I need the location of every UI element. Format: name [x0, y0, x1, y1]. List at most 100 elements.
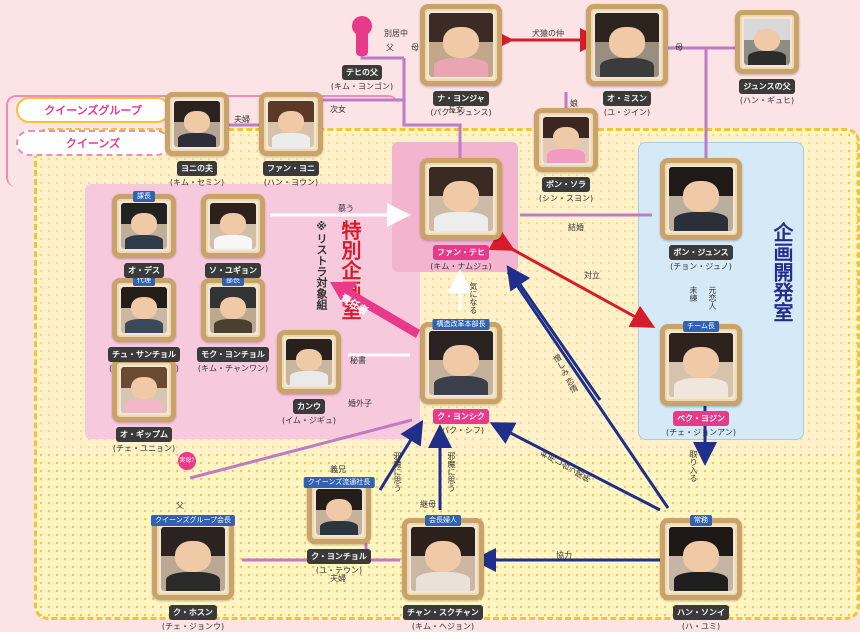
char-na-yonja[interactable]: ナ・ヨンジャ (パク・ジュンス) [414, 4, 508, 118]
portrait-frame [112, 358, 176, 422]
rel-stepmother: 継母 [420, 500, 436, 509]
badge-han-sonyi: 常務 [690, 515, 712, 526]
badge-moku-yonchol: 部長 [222, 275, 244, 286]
name-pek-yojin: ペク・ヨジン [673, 411, 729, 426]
rel-take-in: 取り入る [689, 450, 698, 482]
name-o-gippum: オ・ギップム [116, 427, 172, 442]
name-o-desu: オ・デス [124, 263, 164, 278]
rel-mother-2: 母 [675, 43, 683, 52]
char-ku-yonchol[interactable]: クイーンズ流通社長 ク・ヨンチョル (ユ・テウン) [292, 477, 386, 576]
actor-han-sonyi: (ハ・ユミ) [681, 622, 721, 631]
char-fan-yoni[interactable]: ファン・ヨニ (ハン・ヨウン) [244, 92, 338, 188]
char-o-mison[interactable]: オ・ミスン (ユ・ジイン) [580, 4, 674, 118]
planning-dev-title: 企画開発室 [770, 222, 794, 322]
actor-ku-hosun: (チェ・ジョンウ) [161, 622, 225, 631]
name-yoni-husband: ヨニの夫 [177, 161, 217, 176]
badge-ku-hosun: クイーンズグループ会長 [150, 515, 236, 526]
portrait-frame [165, 92, 229, 156]
portrait-frame: 構造改革本部長 [420, 319, 502, 404]
queens-label: クイーンズ [16, 130, 170, 156]
char-o-gippum[interactable]: オ・ギップム (チェ・ユニョン) [97, 358, 191, 454]
rel-mother: 母 [411, 43, 419, 52]
name-fan-yoni: ファン・ヨニ [263, 161, 319, 176]
rel-admire: 慕う [338, 204, 354, 213]
char-bon-sora[interactable]: ボン・ソラ (シン・スヨン) [519, 108, 613, 204]
portrait-frame [586, 4, 668, 86]
portrait-frame: チーム長 [660, 321, 742, 406]
rel-father: 父 [386, 43, 394, 52]
portrait-frame [201, 194, 265, 258]
name-so-yugyon: ソ・ユギョン [205, 263, 261, 278]
char-bon-junsu[interactable]: ボン・ジュンス (チョン・ジュノ) [654, 158, 748, 272]
actor-kanu: (イム・ジギュ) [281, 416, 337, 425]
char-chan-sukchan[interactable]: 会長婦人 チャン・スクチャン (キム・ヘジョン) [396, 515, 490, 632]
rel-separated: 別居中 [384, 29, 408, 38]
badge-chu-sanchol: 代理 [133, 275, 155, 286]
rel-daughter: 娘 [570, 99, 578, 108]
char-fan-tehi[interactable]: ファン・テヒ (キム・ナムジュ) [414, 158, 508, 272]
name-fan-tehi: ファン・テヒ [433, 245, 489, 260]
char-yoni-husband[interactable]: ヨニの夫 (キム・セミン) [150, 92, 244, 188]
actor-moku-yonchol: (キム・チャンワン) [197, 364, 269, 373]
badge-o-desu: 課長 [133, 191, 155, 202]
char-tehi-father[interactable]: テヒの父 (キム・ヨンゴン) [315, 16, 409, 92]
portrait-frame [534, 108, 598, 172]
rel-illegitimate: 婚外子 [348, 399, 372, 408]
rel-obstruct-2: 邪魔に思う [447, 452, 456, 492]
badge-ku-yonchol: クイーンズ流通社長 [303, 477, 375, 488]
keyhole-silhouette-icon [350, 16, 374, 60]
rel-interested: 気になる [469, 282, 478, 314]
char-chu-sanchol[interactable]: 代理 チュ・サンチョル (ソン・ジュニョン) [97, 275, 191, 374]
name-na-yonja: ナ・ヨンジャ [433, 91, 489, 106]
name-ku-yonchol: ク・ヨンチョル [307, 549, 371, 564]
portrait-frame: 課長 [112, 191, 176, 258]
portrait-frame: クイーンズ流通社長 [303, 477, 375, 544]
name-o-mison: オ・ミスン [603, 91, 651, 106]
actor-o-gippum: (チェ・ユニョン) [112, 444, 176, 453]
rel-marriage: 結婚 [568, 223, 584, 232]
char-moku-yonchol[interactable]: 部長 モク・ヨンチョル (キム・チャンワン) [186, 275, 280, 374]
char-kanu[interactable]: カンウ (イム・ジギュ) [262, 330, 356, 426]
portrait-frame: 部長 [201, 275, 265, 342]
portrait-frame: クイーンズグループ会長 [150, 515, 236, 600]
char-pek-yojin[interactable]: チーム長 ペク・ヨジン (チェ・ジョンアン) [654, 321, 748, 438]
rel-unrequited: 未練 [689, 286, 698, 302]
name-han-sonyi: ハン・ソンイ [673, 605, 729, 620]
actor-pek-yojin: (チェ・ジョンアン) [666, 428, 736, 437]
char-so-yugyon[interactable]: ソ・ユギョン (カン・レヨン) [186, 194, 280, 290]
name-chan-sukchan: チャン・スクチャン [403, 605, 483, 620]
rel-secretary: 秘書 [350, 356, 366, 365]
actor-chan-sukchan: (キム・ヘジョン) [411, 622, 475, 631]
rel-rivalry: 対立 [584, 271, 600, 280]
portrait-frame [735, 10, 799, 74]
queens-group-label: クイーンズグループ [16, 97, 170, 123]
actor-o-mison: (ユ・ジイン) [603, 108, 651, 117]
rel-obstruct: 邪魔に思う [393, 452, 402, 492]
name-ku-yonshik: ク・ヨンシク [433, 409, 489, 424]
name-bon-sora: ボン・ソラ [542, 177, 590, 192]
real-mother-bubble: 実母? [178, 452, 196, 470]
name-bon-junsu: ボン・ジュンス [669, 245, 733, 260]
char-ku-hosun[interactable]: クイーンズグループ会長 ク・ホスン (チェ・ジョンウ) [146, 515, 240, 632]
name-ku-hosun: ク・ホスン [169, 605, 217, 620]
portrait-frame [259, 92, 323, 156]
actor-ku-yonchol: (ユ・テウン) [315, 566, 363, 575]
rel-second-daughter: 次女 [330, 105, 346, 114]
badge-pek-yojin: チーム長 [683, 321, 719, 332]
char-o-desu[interactable]: 課長 オ・デス (キム・ヨンヒ) [97, 191, 191, 290]
rel-cooperate: 協力 [556, 551, 572, 560]
char-junsu-father[interactable]: ジュンスの父 (ハン・ギュヒ) [720, 10, 814, 106]
rel-brother-in-law: 義兄 [330, 465, 346, 474]
name-junsu-father: ジュンスの父 [739, 79, 795, 94]
name-moku-yonchol: モク・ヨンチョル [197, 347, 269, 362]
portrait-frame [660, 158, 742, 240]
portrait-frame [420, 158, 502, 240]
actor-fan-yoni: (ハン・ヨウン) [263, 178, 319, 187]
rel-couple-2: 夫婦 [330, 574, 346, 583]
char-han-sonyi[interactable]: 常務 ハン・ソンイ (ハ・ユミ) [654, 515, 748, 632]
rel-enemies: 犬猿の仲 [532, 29, 564, 38]
rel-couple: 夫婦 [234, 115, 250, 124]
name-kanu: カンウ [293, 399, 325, 414]
char-ku-yonshik[interactable]: 構造改革本部長 ク・ヨンシク (パク・シフ) [414, 319, 508, 436]
rel-fiance: 元恋人 [708, 286, 717, 310]
